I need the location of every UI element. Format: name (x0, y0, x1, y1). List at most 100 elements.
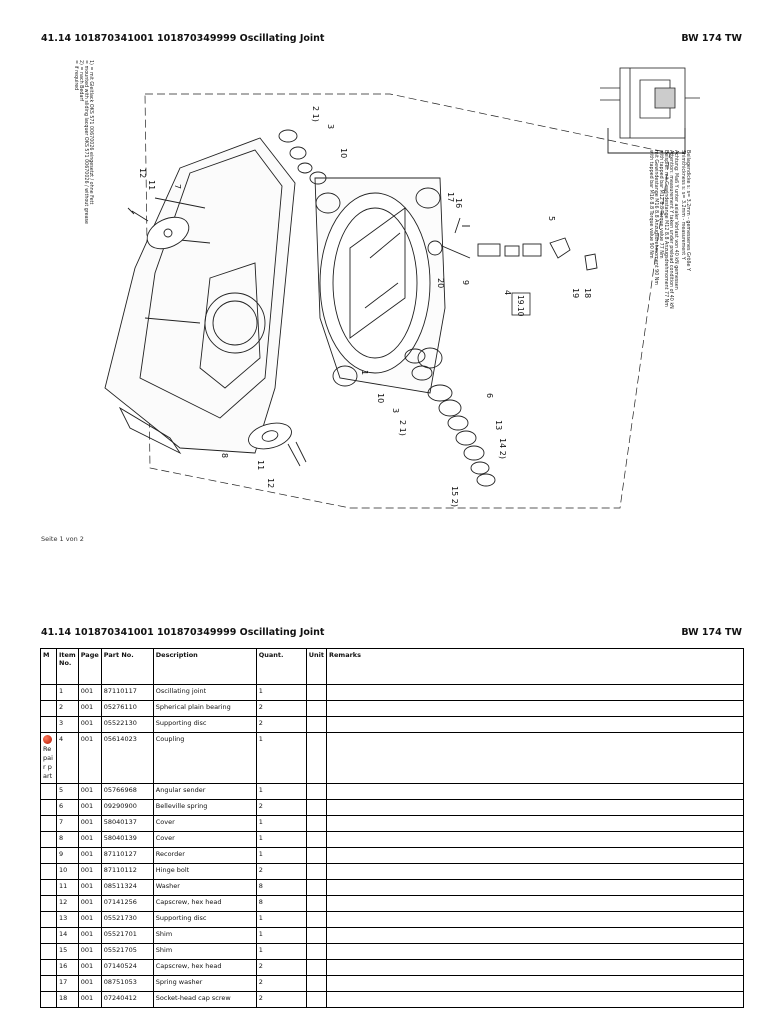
svg-text:2) = nach Bedarf: 2) = nach Bedarf (78, 60, 84, 101)
svg-text:Beilagendicke s: s= 3.2mm - ge: Beilagendicke s: s= 3.2mm - gemessenes G… (685, 150, 691, 271)
cell-part-no: 05766968 (100, 783, 154, 800)
cell-item-no: 1 (56, 684, 79, 701)
cell-page: 001 (77, 716, 102, 733)
svg-text:19: 19 (571, 288, 580, 298)
cell-quantity: 2 (255, 975, 307, 992)
cell-part-no: 07140524 (100, 959, 154, 976)
exploded-parts-drawing: 2 1) 3 10 7 12 11 16 17 5 20 9 4 18 19 1… (73, 60, 700, 509)
cell-quantity: 1 (255, 911, 307, 928)
cell-part-no: 05521701 (100, 927, 154, 944)
svg-text:with tapped bar M12 8.8 Torque: with tapped bar M12 8.8 Torque value 77 … (658, 150, 664, 259)
cell-m (40, 783, 57, 800)
cell-description: Spherical plain bearing (152, 700, 257, 717)
cell-page: 001 (77, 959, 102, 976)
svg-text:11: 11 (147, 180, 156, 190)
cell-m (40, 847, 57, 864)
cell-part-no: 05522130 (100, 716, 154, 733)
svg-text:18: 18 (583, 288, 592, 298)
cell-page: 001 (77, 799, 102, 816)
cell-unit (305, 831, 328, 848)
cell-quantity: 2 (255, 863, 307, 880)
cell-page: 001 (77, 943, 102, 960)
cell-description: Recorder (152, 847, 257, 864)
svg-text:3: 3 (326, 124, 335, 129)
cell-page: 001 (77, 684, 102, 701)
cell-m (40, 895, 57, 912)
cell-quantity: 1 (255, 815, 307, 832)
cell-description: Shim (152, 943, 257, 960)
cell-description: Shim (152, 927, 257, 944)
cell-quantity: 2 (255, 959, 307, 976)
svg-text:1: 1 (360, 370, 369, 375)
page-number: Seite 1 von 2 (41, 535, 84, 543)
col-item-no: Item No. (56, 648, 79, 685)
cell-item-no: 17 (56, 975, 79, 992)
cell-page: 001 (77, 975, 102, 992)
svg-text:17: 17 (446, 192, 455, 202)
cell-item-no: 3 (56, 716, 79, 733)
svg-text:6: 6 (485, 393, 494, 398)
cell-quantity: 1 (255, 927, 307, 944)
cell-remarks (326, 975, 744, 992)
cell-m: Repair part (40, 732, 57, 784)
cell-remarks (326, 783, 744, 800)
cell-remarks (326, 732, 744, 784)
cell-page: 001 (77, 831, 102, 848)
cell-m (40, 943, 57, 960)
cell-item-no: 7 (56, 815, 79, 832)
cell-m (40, 700, 57, 717)
cell-unit (305, 783, 328, 800)
cell-quantity: 8 (255, 879, 307, 896)
cell-part-no: 08511324 (100, 879, 154, 896)
cell-remarks (326, 943, 744, 960)
svg-text:11: 11 (256, 460, 265, 470)
cell-unit (305, 799, 328, 816)
cell-remarks (326, 927, 744, 944)
document-title: 41.14 101870341001 101870349999 Oscillat… (41, 33, 325, 44)
cell-unit (305, 847, 328, 864)
cell-remarks (326, 684, 744, 701)
cell-page: 001 (77, 700, 102, 717)
col-page: Page (77, 648, 102, 685)
cell-item-no: 9 (56, 847, 79, 864)
cell-remarks (326, 831, 744, 848)
cell-remarks (326, 895, 744, 912)
cell-quantity: 8 (255, 895, 307, 912)
svg-text:2 1): 2 1) (398, 420, 407, 436)
cell-m (40, 716, 57, 733)
cell-m (40, 975, 57, 992)
cell-item-no: 2 (56, 700, 79, 717)
svg-text:2 1): 2 1) (311, 106, 320, 122)
col-quantity: Quant. (255, 648, 307, 685)
cell-unit (305, 991, 328, 1008)
svg-text:10: 10 (376, 393, 385, 403)
cell-quantity: 1 (255, 943, 307, 960)
cell-page: 001 (77, 783, 102, 800)
cell-m (40, 959, 57, 976)
svg-text:with tapped bar M16 8.8 Torque: with tapped bar M16 8.8 Torque value 90 … (648, 150, 654, 259)
svg-text:13: 13 (494, 420, 503, 430)
cell-quantity: 1 (255, 783, 307, 800)
svg-text:15 2): 15 2) (450, 486, 459, 507)
svg-text:19.10: 19.10 (516, 295, 525, 317)
cell-part-no: 58040139 (100, 831, 154, 848)
cell-remarks (326, 863, 744, 880)
svg-text:16: 16 (454, 198, 463, 208)
page-header: 41.14 101870341001 101870349999 Oscillat… (41, 33, 742, 44)
cell-page: 001 (77, 991, 102, 1008)
page-header-2: 41.14 101870341001 101870349999 Oscillat… (41, 627, 742, 638)
cell-description: Oscillating joint (152, 684, 257, 701)
cell-page: 001 (77, 879, 102, 896)
svg-text:Beispiel: mit Gewindestange M1: Beispiel: mit Gewindestange M12 8.8 Anzu… (663, 150, 669, 307)
col-remarks: Remarks (326, 648, 744, 685)
cell-part-no: 09290900 (100, 799, 154, 816)
cell-remarks (326, 991, 744, 1008)
